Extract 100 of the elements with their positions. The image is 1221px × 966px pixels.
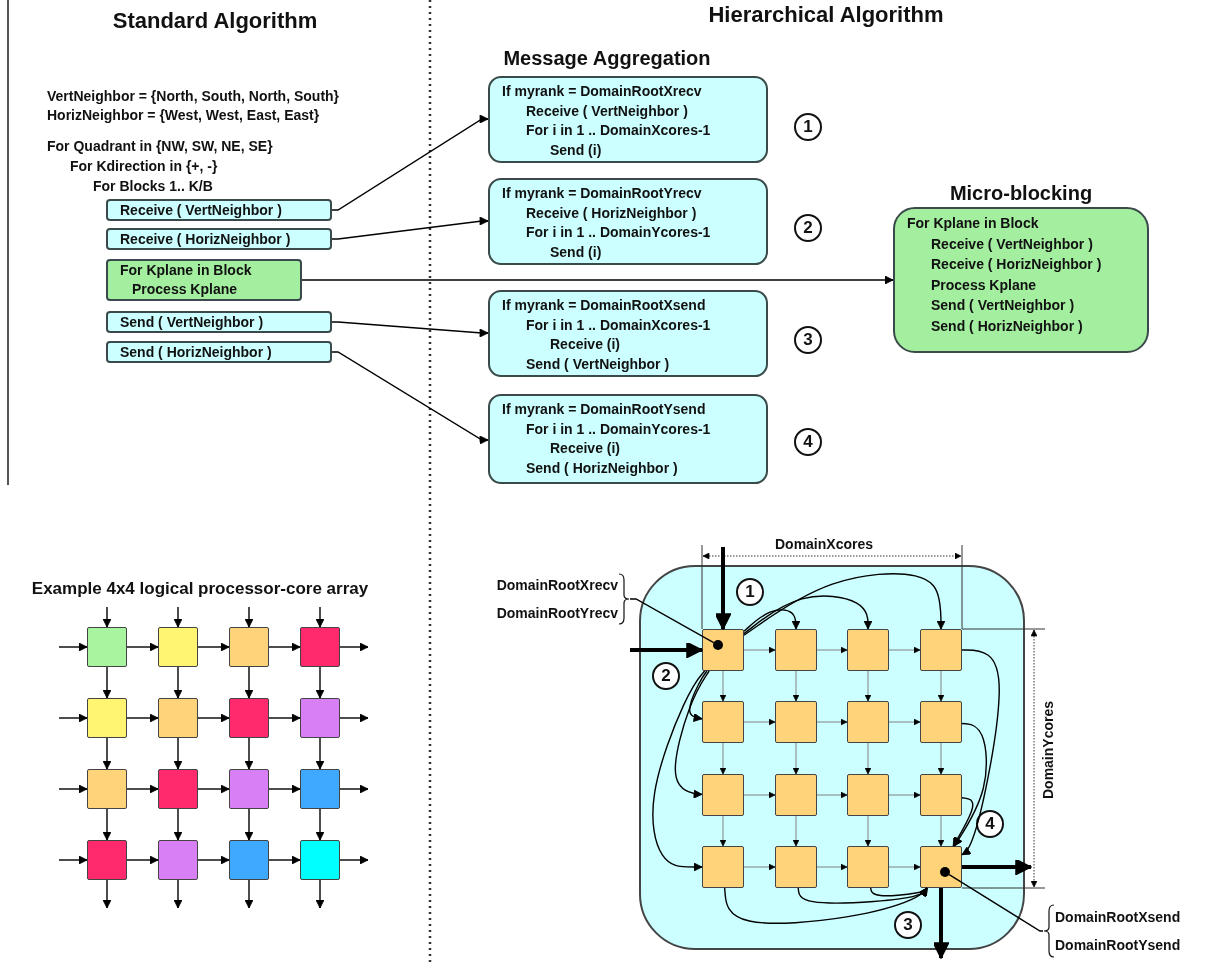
domain-root-label: DomainRootXrecv: [495, 576, 618, 595]
processor-core-square: [300, 698, 340, 738]
processor-core-square: [775, 846, 817, 888]
arrow: [652, 670, 706, 872]
arrow: [331, 321, 489, 338]
arrow: [126, 642, 159, 652]
leader-line: [629, 598, 715, 644]
arrow: [197, 784, 230, 794]
code-line: For i in 1 .. DomainYcores-1: [525, 223, 712, 242]
code-line: Send ( HorizNeighbor ): [120, 343, 273, 361]
arrow: [937, 670, 945, 702]
code-line: Send ( VertNeighbor ): [930, 296, 1076, 315]
arrow: [688, 670, 708, 722]
arrow: [937, 815, 945, 847]
code-line: For Blocks 1.. K/B: [93, 177, 213, 195]
arrow: [126, 855, 159, 865]
processor-core-square: [775, 629, 817, 671]
processor-core-square: [702, 846, 744, 888]
arrow: [197, 642, 230, 652]
arrow: [315, 606, 325, 628]
code-line: Receive ( HorizNeighbor ): [930, 255, 1103, 274]
code-line: For Quadrant in {NW, SW, NE, SE}: [47, 137, 273, 155]
arrow: [173, 808, 183, 841]
code-line: HorizNeighbor = {West, West, East, East}: [47, 106, 320, 124]
arrow: [126, 713, 159, 723]
processor-core-square: [87, 627, 127, 667]
arrow: [268, 642, 301, 652]
arrow: [58, 784, 88, 794]
arrow: [743, 595, 873, 635]
code-line: Send ( HorizNeighbor ): [525, 458, 679, 478]
arrow: [197, 855, 230, 865]
processor-core-square: [847, 774, 889, 816]
arrow: [792, 815, 800, 847]
arrow: [331, 216, 489, 240]
arrow: [315, 666, 325, 699]
code-line: For Kplane in Block: [120, 261, 253, 280]
step-number: 3: [894, 911, 922, 939]
arrow: [126, 784, 159, 794]
arrow: [816, 718, 848, 726]
code-box: [106, 311, 332, 333]
processor-core-square: [775, 701, 817, 743]
domain-root-label: DomainRootYrecv: [495, 604, 618, 623]
processor-core-square: [87, 698, 127, 738]
processor-core-square: [847, 846, 889, 888]
code-line: If myrank = DomainRootXrecv: [502, 82, 703, 101]
code-box: [106, 228, 332, 250]
arrow: [743, 609, 801, 632]
domain-region: [639, 565, 1025, 950]
arrow: [816, 863, 848, 871]
arrow: [674, 670, 710, 799]
code-line: Receive ( VertNeighbor ): [930, 234, 1094, 254]
processor-core-square: [229, 769, 269, 809]
arrow: [719, 742, 727, 775]
arrow: [743, 863, 776, 871]
arrow: [102, 879, 112, 909]
code-line: Process Kplane: [131, 280, 239, 299]
arrow: [244, 879, 254, 909]
arrow: [864, 670, 872, 702]
root-dot: [940, 867, 950, 877]
arrow: [102, 606, 112, 628]
arrow: [743, 718, 776, 726]
code-line: Send (i): [549, 140, 603, 160]
step-number: 2: [652, 662, 680, 690]
code-box: [488, 76, 768, 163]
processor-core-square: [87, 840, 127, 880]
code-line: Receive ( HorizNeighbor ): [120, 230, 292, 248]
code-line: If myrank = DomainRootXsend: [502, 296, 707, 315]
code-line: For i in 1 .. DomainXcores-1: [525, 121, 712, 140]
arrow: [719, 670, 727, 702]
arrow: [961, 649, 1000, 856]
arrow: [102, 666, 112, 699]
processor-core-square: [920, 846, 962, 888]
code-line: Send ( HorizNeighbor ): [930, 316, 1084, 336]
arrow: [339, 713, 369, 723]
arrow: [932, 888, 950, 959]
arrow: [962, 858, 1032, 876]
code-line: Receive ( VertNeighbor ): [120, 201, 283, 219]
section-heading: Micro-blocking: [948, 181, 1094, 205]
root-dot: [713, 640, 723, 650]
arrow: [339, 642, 369, 652]
arrow: [331, 351, 489, 445]
section-heading: Example 4x4 logical processor-core array: [30, 578, 370, 599]
processor-core-square: [87, 769, 127, 809]
processor-core-square: [702, 629, 744, 671]
step-number: 4: [976, 810, 1004, 838]
processor-core-square: [920, 774, 962, 816]
arrow: [864, 742, 872, 775]
section-heading: Message Aggregation: [502, 46, 712, 70]
step-number: 1: [736, 578, 764, 606]
arrow: [331, 114, 489, 211]
domain-root-label: DomainRootYsend: [1055, 936, 1182, 955]
arrow: [888, 863, 921, 871]
code-line: VertNeighbor = {North, South, North, South}: [47, 87, 340, 105]
arrow: [173, 606, 183, 628]
processor-core-square: [229, 840, 269, 880]
code-line: If myrank = DomainRootYsend: [502, 400, 707, 419]
processor-core-square: [300, 627, 340, 667]
arrow: [952, 797, 974, 847]
section-heading: Hierarchical Algorithm: [707, 2, 945, 28]
processor-core-square: [158, 840, 198, 880]
